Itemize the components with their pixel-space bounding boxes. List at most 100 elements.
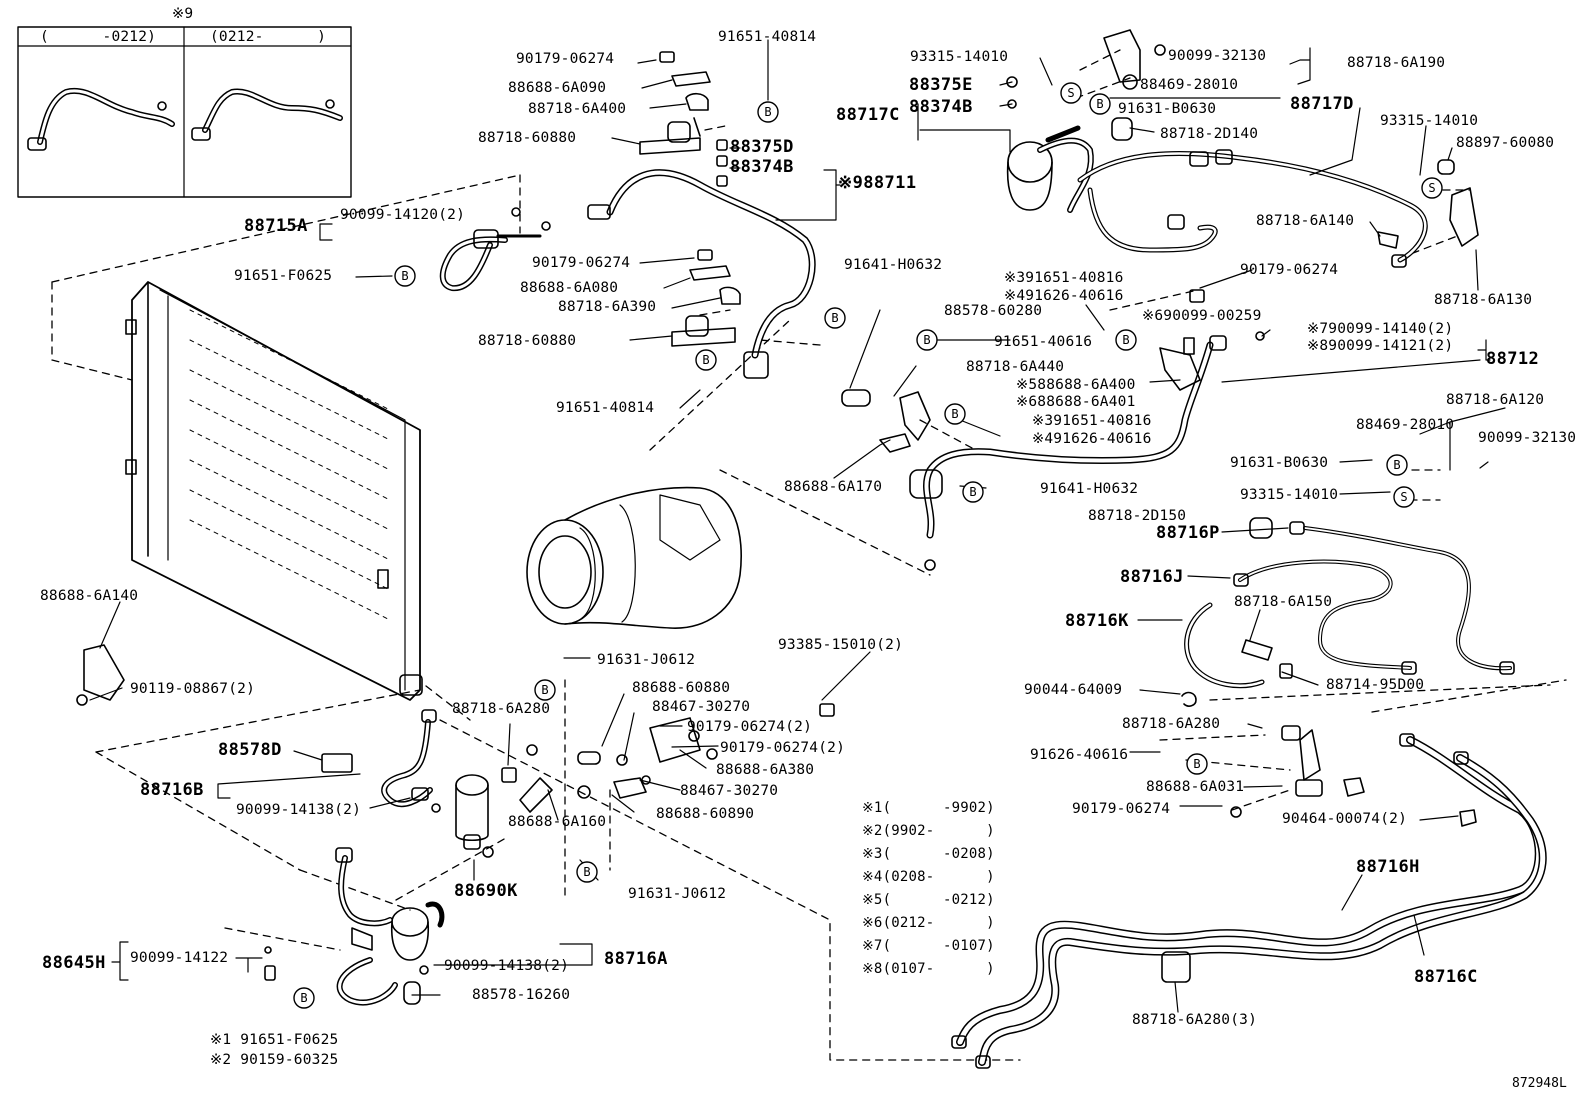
part-label: 88578-60280: [944, 303, 1043, 319]
part-label: 88718-6A130: [1434, 292, 1533, 308]
tubes-88716-pjk: [1181, 517, 1515, 707]
assembly-label: 88716J: [1120, 567, 1184, 587]
part-label: 88467-30270: [680, 783, 779, 799]
discharge-hose: [587, 169, 816, 379]
screw-symbol: S: [1067, 86, 1074, 100]
part-label: 88718-2D140: [1160, 126, 1259, 142]
assembly-label: 88374B: [909, 97, 973, 117]
part-label: 93385-15010(2): [778, 637, 904, 653]
bolt-symbol: B: [401, 269, 408, 283]
clamp-group-upper: [639, 51, 741, 347]
assembly-label: 88715A: [244, 216, 308, 236]
part-label: 93315-14010: [1240, 487, 1339, 503]
part-label: 90179-06274: [1072, 801, 1171, 817]
part-label: 91631-B0630: [1230, 455, 1329, 471]
screw-symbol: S: [1400, 490, 1407, 504]
assembly-label: 88716H: [1356, 857, 1420, 877]
clamp-group-top-right: [1006, 29, 1166, 141]
assembly-label: 88645H: [42, 953, 106, 973]
condenser: [125, 281, 423, 701]
part-label: 93315-14010: [910, 49, 1009, 65]
part-label: 88718-60880: [478, 333, 577, 349]
inset-mark: ※9: [172, 6, 194, 22]
part-label: 91651-40814: [556, 400, 655, 416]
part-label: 91626-40616: [1030, 747, 1129, 763]
part-label: 88688-6A080: [520, 280, 619, 296]
part-label: 91651-40814: [718, 29, 817, 45]
bolt-symbol: B: [583, 865, 590, 879]
part-label: 90179-06274(2): [687, 719, 813, 735]
part-label: 88718-2D150: [1088, 508, 1187, 524]
part-label: 90119-08867(2): [130, 681, 256, 697]
part-label: ※391651-40816: [1032, 413, 1152, 429]
part-label: 88718-6A150: [1234, 594, 1333, 610]
bolt-symbol: B: [831, 311, 838, 325]
part-label: ※790099-14140(2): [1307, 321, 1454, 337]
part-label: 88469-28010: [1356, 417, 1455, 433]
part-label: 91631-B0630: [1118, 101, 1217, 117]
part-label: 88688-6A140: [40, 588, 139, 604]
part-label: ※688688-6A401: [1016, 394, 1136, 410]
assembly-label: 88374B: [730, 157, 794, 177]
part-label: 90099-14120(2): [340, 207, 466, 223]
note-item: ※4(0208- ): [862, 869, 995, 885]
assembly-label: 88712: [1486, 349, 1540, 369]
note-item: ※6(0212- ): [862, 915, 995, 931]
part-label: 90099-14138(2): [444, 958, 570, 974]
part-label: 88688-6A170: [784, 479, 883, 495]
part-label: ※890099-14121(2): [1307, 338, 1454, 354]
part-label: 91651-40616: [994, 334, 1093, 350]
pipe-88717d: [1077, 149, 1479, 268]
part-label: 90179-06274: [516, 51, 615, 67]
bolt-symbol: B: [1393, 458, 1400, 472]
bolt-symbol: B: [541, 683, 548, 697]
assembly-label: 88716C: [1414, 967, 1478, 987]
bolt-symbol: B: [1122, 333, 1129, 347]
part-label: 88469-28010: [1140, 77, 1239, 93]
assembly-label: 88690K: [454, 881, 518, 901]
part-label: 88897-60080: [1456, 135, 1555, 151]
part-label: 88718-6A390: [558, 299, 657, 315]
part-label: 91631-J0612: [628, 886, 727, 902]
part-label: 88718-6A280: [452, 701, 551, 717]
part-label: ※588688-6A400: [1016, 377, 1136, 393]
screw-symbol: S: [1428, 181, 1435, 195]
part-label: 90099-14138(2): [236, 802, 362, 818]
note-item: ※5( -0212): [862, 892, 995, 908]
bolt-symbol: B: [702, 353, 709, 367]
bolt-symbol: B: [300, 991, 307, 1005]
assembly-label: 88716A: [604, 949, 668, 969]
note-item: ※2(9902- ): [862, 823, 995, 839]
part-label: 88718-6A120: [1446, 392, 1545, 408]
part-label: 88688-6A380: [716, 762, 815, 778]
assembly-label: 88717D: [1290, 94, 1354, 114]
part-label: 88578-16260: [472, 987, 571, 1003]
note-item: ※8(0107- ): [862, 961, 995, 977]
assembly-label: 88716P: [1156, 523, 1220, 543]
part-label: 93315-14010: [1380, 113, 1479, 129]
part-label: 91651-F0625: [234, 268, 333, 284]
tubes-88716-hc: [951, 725, 1547, 1069]
note-item: ※7( -0107): [862, 938, 995, 954]
part-label: 88718-6A400: [528, 101, 627, 117]
part-label: 88718-6A280(3): [1132, 1012, 1258, 1028]
inset-left-range: ( -0212): [40, 29, 157, 45]
part-label: 90099-14122: [130, 950, 229, 966]
note-item: ※3( -0208): [862, 846, 995, 862]
suction-hose-88712: [841, 289, 1265, 571]
part-label: 88714-95D00: [1326, 677, 1425, 693]
assembly-label: 88716B: [140, 780, 204, 800]
part-label: 90179-06274(2): [720, 740, 846, 756]
part-label: 88688-6A090: [508, 80, 607, 96]
part-label: 91641-H0632: [1040, 481, 1139, 497]
bolt-symbol: B: [764, 105, 771, 119]
part-label: 90179-06274: [532, 255, 631, 271]
part-label: 88718-6A440: [966, 359, 1065, 375]
lower-left-assembly: [264, 709, 494, 1006]
bolt-symbol: B: [923, 333, 930, 347]
part-label: ※1 91651-F0625: [210, 1032, 339, 1048]
bolt-symbol: B: [951, 407, 958, 421]
assembly-label: 88717C: [836, 105, 900, 125]
assembly-label: 88375E: [909, 75, 973, 95]
